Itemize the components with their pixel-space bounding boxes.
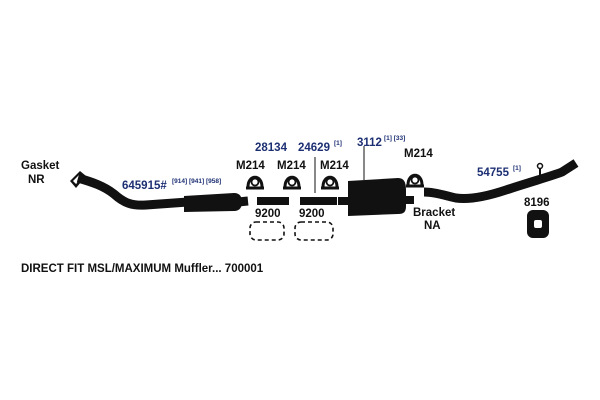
hanger-outline-9200-b xyxy=(294,221,334,241)
hanger-outline-9200-a xyxy=(249,221,285,241)
gasket-sub-label: NR xyxy=(28,174,45,186)
part-label-3112: 3112 xyxy=(357,137,382,149)
pipe-28134 xyxy=(257,197,289,205)
clamp-icon-1 xyxy=(246,175,264,190)
clamp-label-2: M214 xyxy=(277,160,306,172)
clamp-icon-3 xyxy=(321,175,339,190)
part-label-645915: 645915# xyxy=(122,180,167,192)
clamp-icon-4 xyxy=(406,173,424,188)
part-label-54755: 54755 xyxy=(477,167,510,179)
tailpipe-54755 xyxy=(423,159,579,203)
clamp-icon-2 xyxy=(283,175,301,190)
part-note-54755: [1] xyxy=(513,165,521,172)
clamp-label-4: M214 xyxy=(404,148,433,160)
part-note-24629: [1] xyxy=(334,140,342,147)
part-notes-645915: [914] [941] [958] xyxy=(172,178,221,185)
bracket-label: Bracket xyxy=(413,207,455,219)
gasket-label: Gasket xyxy=(21,160,60,172)
part-notes-3112: [1] [33] xyxy=(384,135,405,142)
hanger-icon-8196 xyxy=(527,210,549,238)
muffler-3112 xyxy=(348,178,406,216)
mid-pipes xyxy=(257,196,414,205)
front-pipe-645915 xyxy=(76,173,249,212)
hanger-label-9200-a: 9200 xyxy=(255,208,281,220)
hanger-label-9200-b: 9200 xyxy=(299,208,325,220)
footer-caption: DIRECT FIT MSL/MAXIMUM Muffler... 700001 xyxy=(21,263,264,275)
bracket-sub-label: NA xyxy=(424,220,441,232)
part-label-28134: 28134 xyxy=(255,142,288,154)
catalytic-converter xyxy=(184,193,242,212)
part-label-24629: 24629 xyxy=(298,142,330,154)
clamp-label-1: M214 xyxy=(236,160,265,172)
clamp-label-3: M214 xyxy=(320,160,349,172)
pipe-24629 xyxy=(300,197,337,205)
part-label-8196: 8196 xyxy=(524,197,550,209)
